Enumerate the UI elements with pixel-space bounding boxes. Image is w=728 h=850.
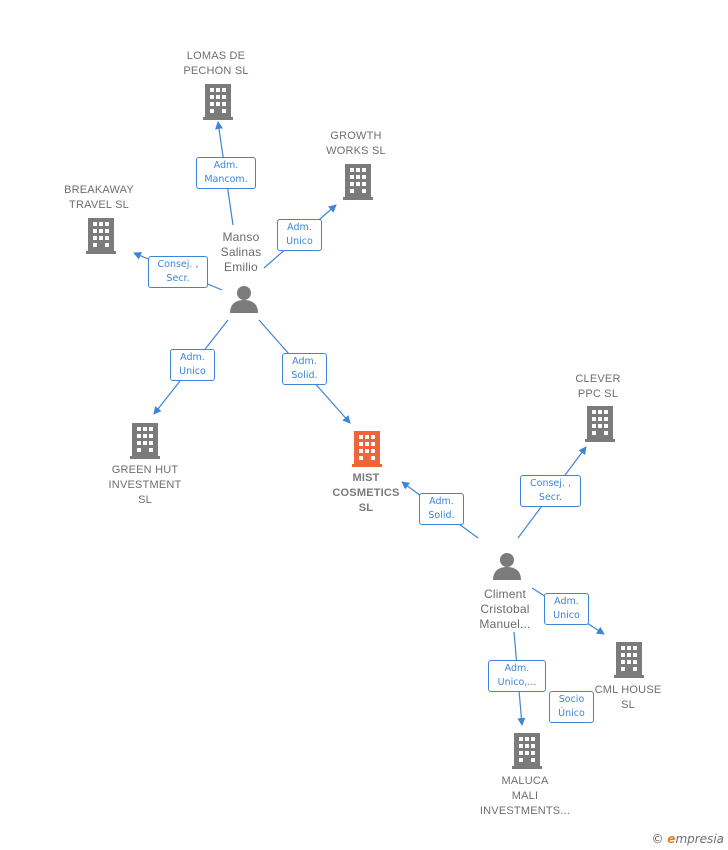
building-icon-growth[interactable] bbox=[343, 164, 373, 200]
copyright-icon: © bbox=[651, 832, 664, 846]
person-icon-climent[interactable] bbox=[492, 551, 522, 581]
company-label-mist[interactable]: MIST COSMETICS SL bbox=[332, 472, 400, 514]
building-icon-clever[interactable] bbox=[585, 406, 615, 442]
person-icon-manso[interactable] bbox=[229, 284, 259, 314]
person-label-climent[interactable]: Climent Cristobal Manuel... bbox=[479, 587, 531, 631]
edge-label-climent-cml-2: Socio Único bbox=[549, 691, 594, 723]
brand-footer[interactable]: © empresia bbox=[651, 832, 724, 846]
edge-label-manso-breakaway: Consej. , Secr. bbox=[148, 256, 208, 288]
edge-label-manso-lomas: Adm. Mancom. bbox=[196, 157, 256, 189]
company-label-maluca[interactable]: MALUCA MALI INVESTMENTS... bbox=[479, 775, 571, 817]
company-label-breakaway[interactable]: BREAKAWAY TRAVEL SL bbox=[64, 184, 134, 211]
company-label-growth[interactable]: GROWTH WORKS SL bbox=[326, 130, 386, 157]
company-label-lomas[interactable]: LOMAS DE PECHON SL bbox=[183, 50, 249, 77]
building-icon-greenhut[interactable] bbox=[130, 423, 160, 459]
edge-label-climent-maluca: Adm. Unico,... bbox=[488, 660, 546, 692]
person-label-manso[interactable]: Manso Salinas Emilio bbox=[220, 230, 262, 274]
edge-label-manso-greenhut: Adm. Unico bbox=[170, 349, 215, 381]
brand-logo-text: mpresia bbox=[675, 832, 724, 846]
building-icon-cml[interactable] bbox=[614, 642, 644, 678]
building-icon-maluca[interactable] bbox=[512, 733, 542, 769]
company-label-cml[interactable]: CML HOUSE SL bbox=[594, 684, 662, 711]
building-icon-mist[interactable] bbox=[352, 431, 382, 467]
brand-logo-e: e bbox=[667, 832, 676, 846]
edge-label-climent-mist: Adm. Solid. bbox=[419, 493, 464, 525]
building-icon-breakaway[interactable] bbox=[86, 218, 116, 254]
company-label-clever[interactable]: CLEVER PPC SL bbox=[575, 373, 621, 400]
edge-label-climent-cml-1: Adm. Unico bbox=[544, 593, 589, 625]
edge-label-climent-clever: Consej. , Secr. bbox=[520, 475, 581, 507]
edge-label-manso-growth: Adm. Unico bbox=[277, 219, 322, 251]
edge-label-manso-mist: Adm. Solid. bbox=[282, 353, 327, 385]
company-label-greenhut[interactable]: GREEN HUT INVESTMENT SL bbox=[108, 464, 182, 506]
building-icon-lomas[interactable] bbox=[203, 84, 233, 120]
